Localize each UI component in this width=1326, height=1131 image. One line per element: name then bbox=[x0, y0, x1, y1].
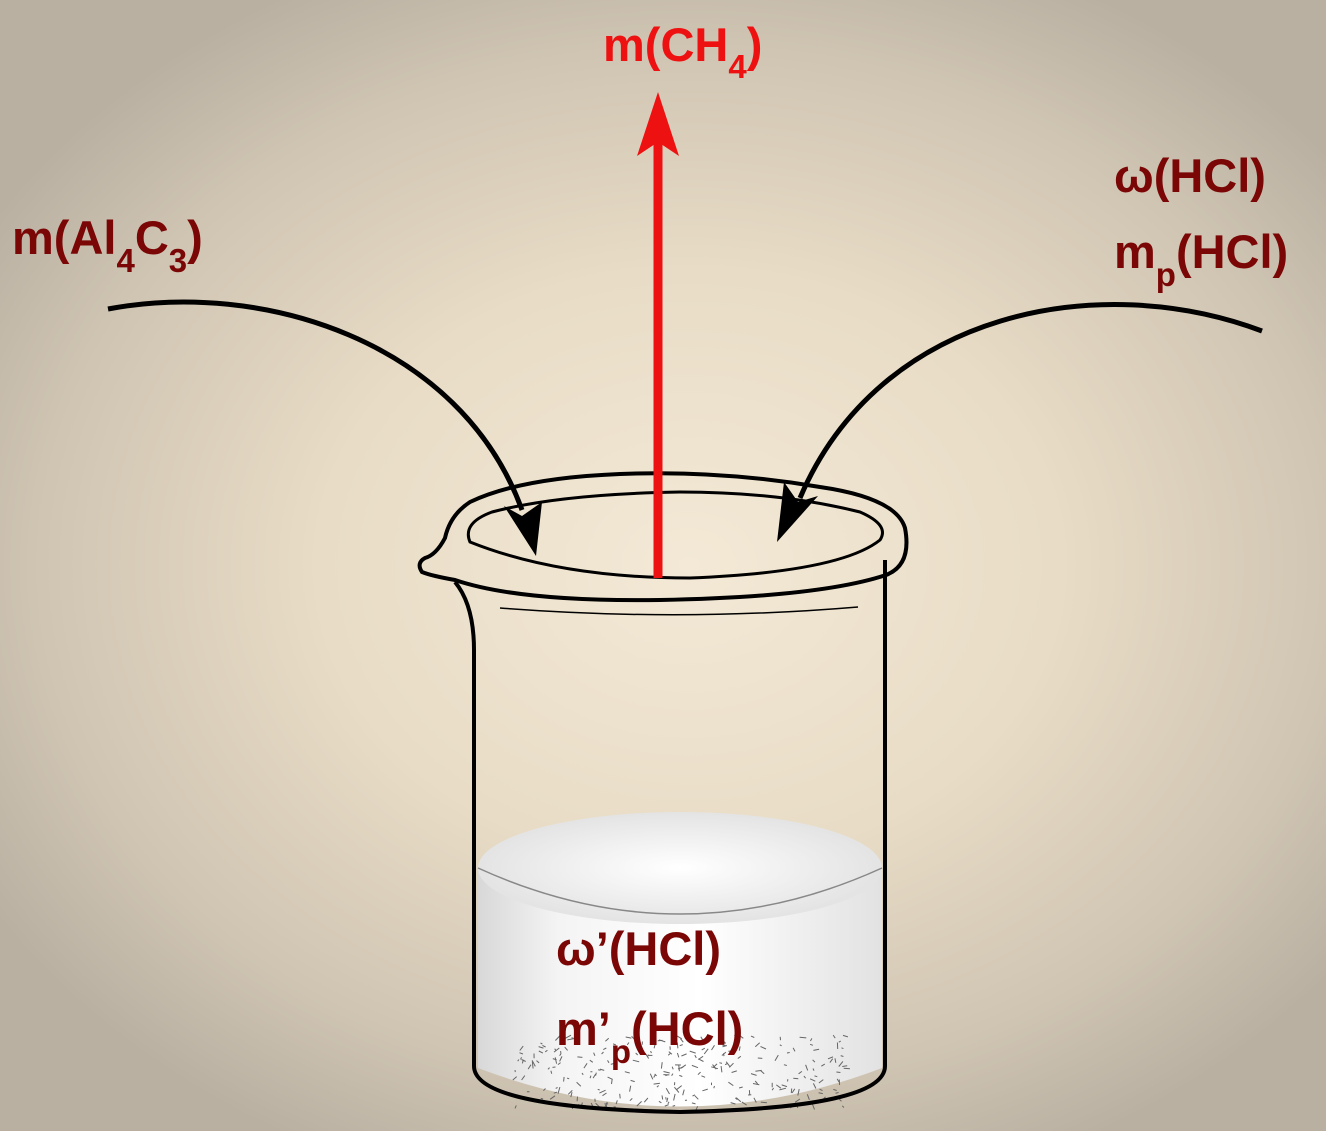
label-final-hcl-mass-fraction: ω’(HCl) bbox=[556, 922, 721, 975]
beaker-rim-line bbox=[499, 606, 859, 616]
beaker-rim-outer bbox=[417, 471, 909, 603]
reactant-arrow-right bbox=[777, 302, 1263, 542]
beaker-wall-left bbox=[453, 580, 476, 1066]
arrowhead-right bbox=[777, 482, 818, 542]
label-aluminum-carbide-mass: m(Al4C3) bbox=[12, 211, 203, 279]
beaker-rim-inner bbox=[466, 490, 884, 580]
solution-surface bbox=[478, 812, 882, 924]
arrowhead-left bbox=[504, 502, 542, 556]
product-arrow bbox=[637, 92, 679, 578]
sediment bbox=[512, 1034, 850, 1113]
label-methane-mass: m(CH4) bbox=[603, 18, 762, 85]
label-hcl-solution-mass: mp(HCl) bbox=[1114, 225, 1288, 293]
reactant-arrow-left bbox=[107, 299, 542, 556]
solution-liquid bbox=[478, 870, 882, 1107]
label-final-hcl-solution-mass: m’p(HCl) bbox=[556, 1002, 743, 1070]
beaker-bottom bbox=[472, 1065, 887, 1115]
arrowhead-up bbox=[637, 92, 679, 156]
label-hcl-mass-fraction: ω(HCl) bbox=[1114, 149, 1266, 202]
beaker bbox=[417, 471, 909, 1115]
